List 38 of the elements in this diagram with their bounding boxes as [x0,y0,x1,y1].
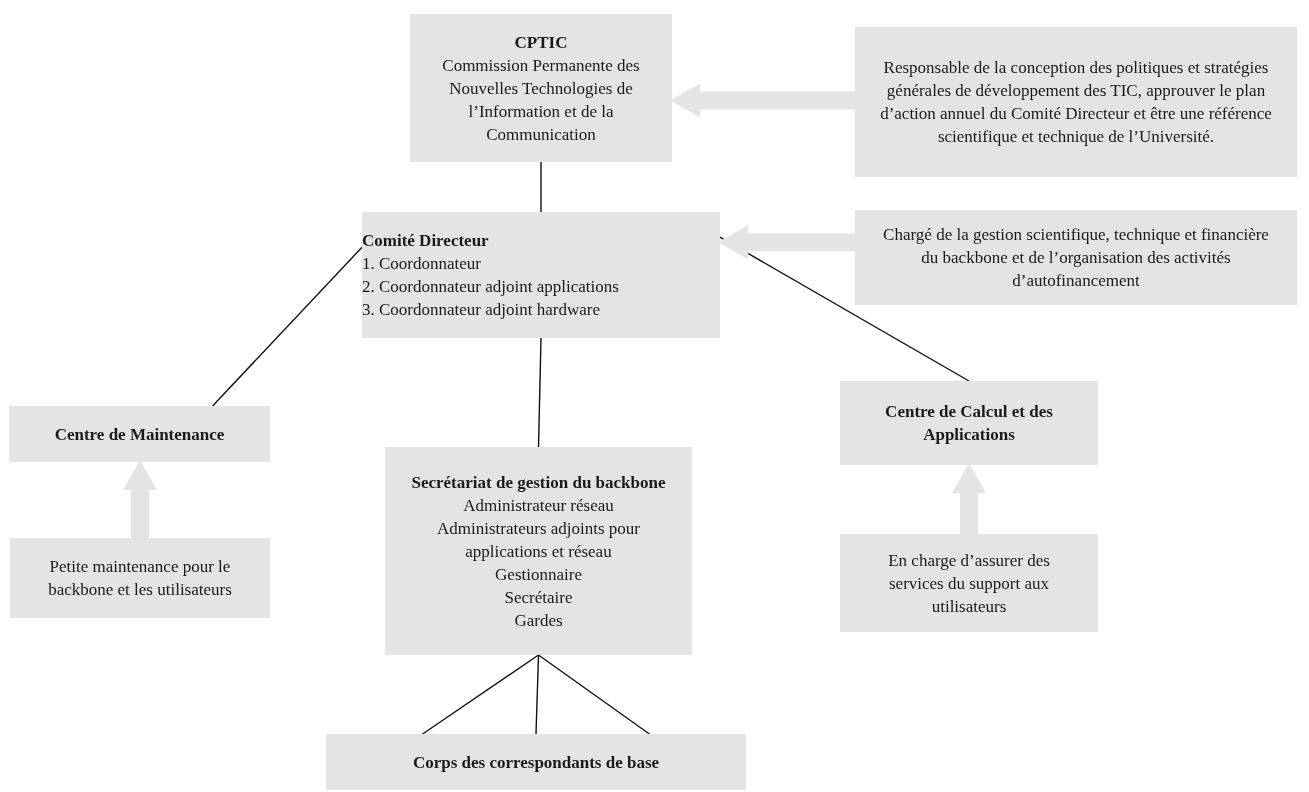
box-text: Administrateur réseau [463,494,614,517]
box-title: Centre de Maintenance [54,423,225,446]
box-text: Gardes [514,609,563,632]
box-text: Commission Permanente des Nouvelles Technologies de l’Information et de la Communication [441,54,641,146]
connector-line [540,161,542,213]
box-text: Responsable de la conception des politiques et stratégies générales de développement des TIC, approuver le plan d’action annuel du Comité Directeur et être une référence scientifique et technique de l’Université. [879,57,1273,148]
box-text: Secrétaire [504,586,573,609]
box-text: 2. Coordonnateur adjoint applications [362,276,619,298]
box-text: En charge d’assurer des services du support aux utilisateurs [887,549,1051,618]
connector-line [537,337,542,448]
connector-line [719,236,970,382]
connector-line [537,654,651,735]
box-text: Administrateurs adjoints pour applications et réseau [436,517,641,563]
box-text: Gestionnaire [495,563,582,586]
box-title: Secrétariat de gestion du backbone [411,471,666,494]
box-title: Centre de Calcul et des Applications [884,401,1054,446]
org-box [326,734,746,790]
box-title: Comité Directeur [362,230,489,252]
connector-line [535,654,540,735]
org-box [840,381,1098,465]
block-arrow [123,460,157,538]
connector-line [211,246,363,407]
box-text: 1. Coordonnateur [362,253,481,275]
note-box [10,538,270,618]
connector-line [421,654,540,735]
block-arrow [952,463,986,534]
note-box [855,27,1297,177]
org-box [362,212,720,338]
org-box [385,447,692,655]
note-box [855,210,1297,305]
box-text: Petite maintenance pour le backbone et les utilisateurs [47,556,233,601]
box-title: Corps des correspondants de base [412,751,660,774]
note-box [840,534,1098,632]
org-box [9,406,270,462]
org-box [410,14,672,162]
box-title: CPTIC [514,31,568,54]
box-text: Chargé de la gestion scientifique, technique et financière du backbone et de l’organisation des activités d’autofinancement [882,224,1270,292]
box-text: 3. Coordonnateur adjoint hardware [362,299,600,321]
